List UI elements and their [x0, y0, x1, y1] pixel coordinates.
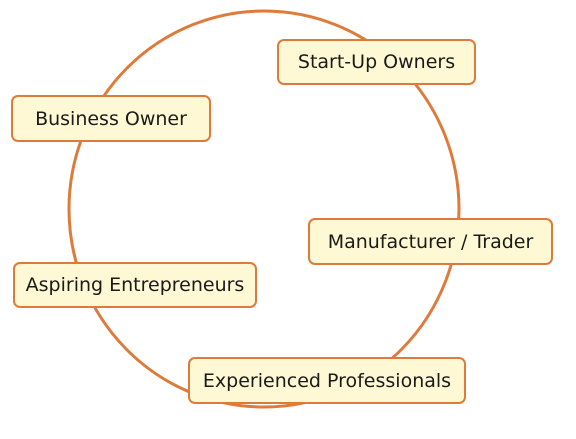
node-experienced-professionals: Experienced Professionals — [188, 357, 466, 404]
node-label: Start-Up Owners — [297, 51, 456, 73]
node-label: Manufacturer / Trader — [327, 230, 534, 253]
node-aspiring-entrepreneurs: Aspiring Entrepreneurs — [13, 262, 257, 308]
node-start-up-owners: Start-Up Owners — [277, 39, 476, 85]
node-label: Business Owner — [35, 107, 187, 130]
node-business-owner: Business Owner — [11, 95, 211, 142]
node-label: Experienced Professionals — [202, 369, 452, 392]
node-label: Aspiring Entrepreneurs — [25, 274, 245, 296]
cycle-ring-circle — [67, 9, 461, 409]
node-manufacturer-trader: Manufacturer / Trader — [308, 218, 553, 265]
